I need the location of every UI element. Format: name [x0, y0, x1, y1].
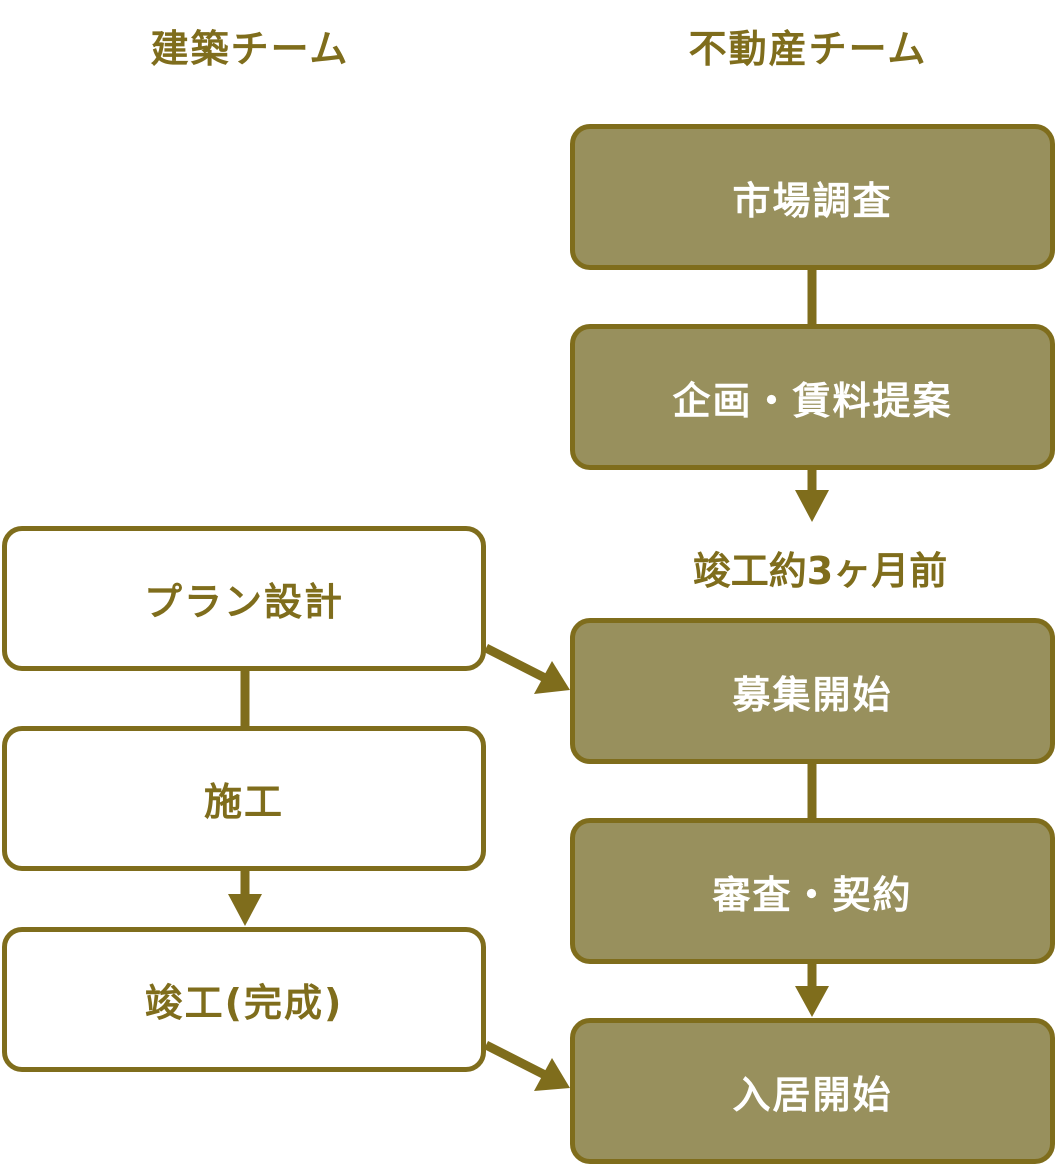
- step-plan-design: プラン設計: [2, 526, 486, 671]
- arrow-right-icon: [534, 661, 570, 694]
- arrow-down-icon: [795, 986, 829, 1017]
- step-label: 企画・賃料提案: [672, 378, 953, 423]
- arrow-down-icon: [795, 490, 829, 522]
- step-screening-contract: 審査・契約: [570, 818, 1055, 964]
- header-real-estate-team: 不動産チーム: [688, 27, 928, 71]
- step-label: 竣工(完成): [144, 981, 344, 1025]
- step-planning-rent-proposal: 企画・賃料提案: [570, 324, 1055, 470]
- step-label: 施工: [203, 780, 284, 824]
- connector-line: [483, 643, 548, 683]
- arrow-right-icon: [534, 1058, 570, 1091]
- step-label: 募集開始: [732, 672, 893, 717]
- timing-note: 竣工約3ヶ月前: [692, 549, 948, 593]
- arrow-down-icon: [228, 894, 262, 926]
- step-move-in-start: 入居開始: [570, 1018, 1055, 1164]
- step-label: 市場調査: [732, 178, 893, 223]
- step-market-research: 市場調査: [570, 124, 1055, 270]
- step-label: 審査・契約: [712, 872, 913, 917]
- step-construction: 施工: [2, 726, 486, 871]
- header-construction-team: 建築チーム: [150, 27, 350, 71]
- step-recruitment-start: 募集開始: [570, 618, 1055, 764]
- step-completion: 竣工(完成): [2, 927, 486, 1072]
- step-label: プラン設計: [143, 580, 344, 624]
- connector-line: [483, 1040, 548, 1080]
- step-label: 入居開始: [732, 1072, 893, 1117]
